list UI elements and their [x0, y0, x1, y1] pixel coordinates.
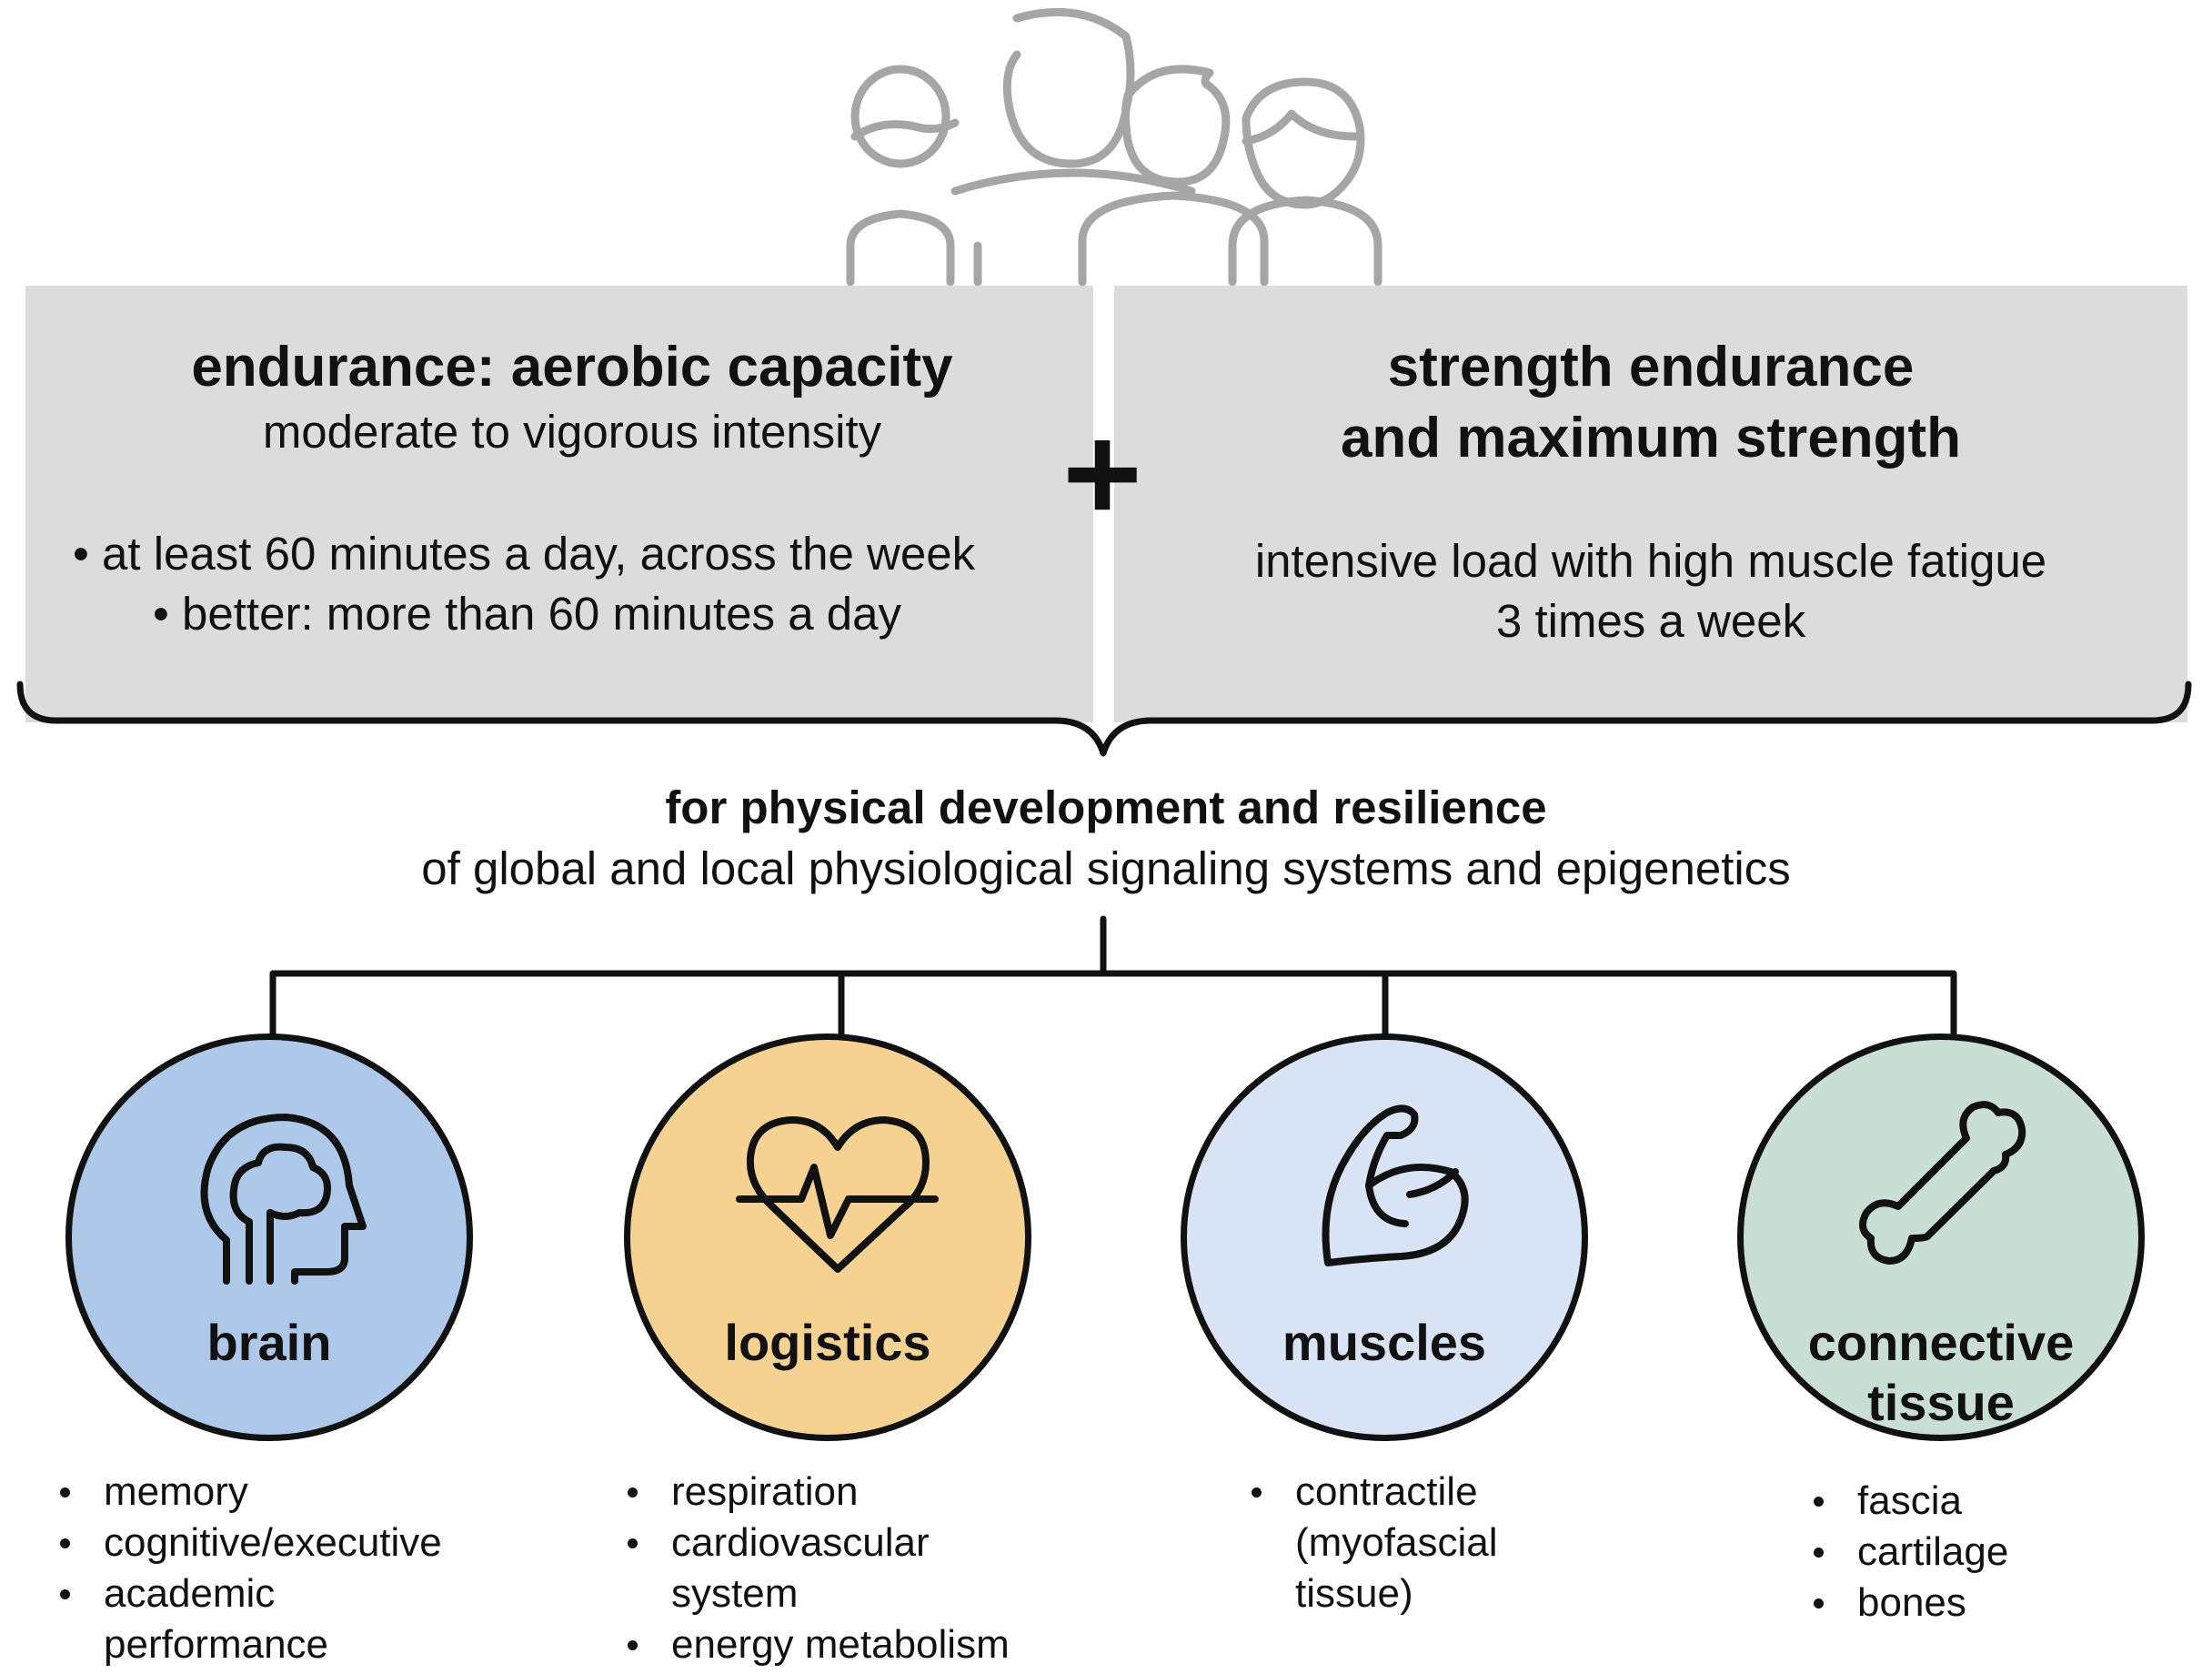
endurance-panel: endurance: aerobic capacity moderate to …	[25, 286, 1093, 722]
strength-detail-line-2: 3 times a week	[1495, 595, 1806, 647]
connective-tissue-circle: connective tissue	[1737, 1034, 2145, 1441]
list-item: memory	[60, 1467, 442, 1518]
muscles-circle: muscles	[1181, 1034, 1588, 1441]
connective-label-line-2: tissue	[1867, 1374, 2015, 1431]
list-item: bones	[1813, 1578, 2008, 1629]
list-item: energy metabolism	[628, 1619, 1010, 1670]
strength-title-line-2: and maximum strength	[1340, 407, 1962, 469]
list-item: cognitive/executive	[60, 1518, 442, 1568]
outcome-subtitle: of global and local physiological signal…	[421, 842, 1791, 894]
plus-sign: +	[1062, 397, 1142, 550]
strength-detail-line-1: intensive load with high muscle fatigue	[1254, 535, 2047, 587]
logistics-circle: logistics	[624, 1034, 1031, 1441]
brain-circle: brain	[65, 1034, 473, 1441]
bone-icon	[1859, 1101, 2026, 1265]
endurance-bullet-1: • at least 60 minutes a day, across the …	[73, 528, 976, 580]
endurance-title: endurance: aerobic capacity	[191, 336, 953, 398]
connective-label-line-1: connective	[1807, 1314, 2075, 1371]
brace-line	[16, 681, 2192, 757]
muscles-label: muscles	[1282, 1314, 1487, 1371]
outcome-title: for physical development and resilience	[665, 782, 1547, 833]
strength-title-line-1: strength endurance	[1387, 336, 1915, 398]
endurance-bullet-2: • better: more than 60 minutes a day	[153, 588, 901, 640]
family-icon	[846, 7, 1382, 287]
list-item: fascia	[1813, 1476, 2008, 1527]
connective-list: fascia cartilage bones	[1810, 1476, 2008, 1629]
endurance-subtitle: moderate to vigorous intensity	[262, 406, 882, 458]
heart-pulse-icon	[736, 1116, 939, 1273]
strength-panel: strength endurance and maximum strength …	[1114, 286, 2187, 722]
brain-label: brain	[206, 1314, 332, 1371]
logistics-label: logistics	[724, 1314, 931, 1371]
list-item: cartilage	[1813, 1527, 2008, 1578]
head-brain-icon	[200, 1114, 367, 1285]
flexed-arm-icon	[1322, 1104, 1469, 1266]
list-item: respiration	[628, 1467, 1010, 1518]
